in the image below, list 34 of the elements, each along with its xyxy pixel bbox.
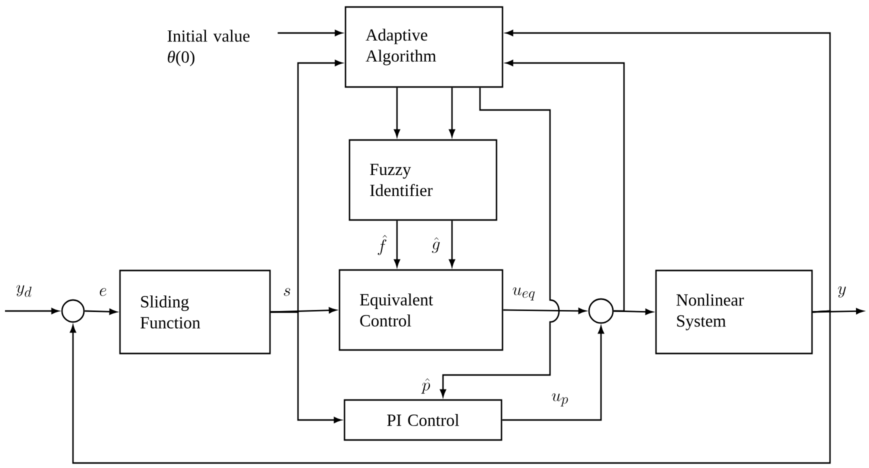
process-box: PI Control	[344, 399, 502, 441]
process-box: Nonlinear System	[655, 270, 813, 354]
arrow	[440, 88, 560, 397]
arrow	[70, 310, 831, 464]
summing-junction	[588, 298, 614, 324]
edge-label: $\hat{p}$	[420, 377, 432, 395]
arrow	[506, 60, 625, 312]
arrow	[270, 307, 336, 314]
process-box: Fuzzy Identifier	[348, 139, 498, 221]
input-label: Initial value θ(0)	[168, 30, 250, 66]
arrow	[614, 308, 653, 315]
edge-label: $\hat{g}$	[430, 236, 442, 254]
arrow	[394, 220, 400, 267]
edge-label: $s$	[282, 287, 292, 297]
edge-label: $e$	[98, 287, 108, 297]
arrow	[270, 311, 342, 424]
arrow	[84, 308, 117, 315]
edge-label: $y_d$	[14, 284, 34, 298]
edge-label: $y$	[836, 286, 848, 298]
edge-label: $u_p$	[550, 392, 570, 408]
edge-label: $\hat{f}$	[376, 234, 388, 256]
arrow	[394, 88, 400, 137]
arrow	[506, 30, 831, 313]
arrow	[448, 88, 456, 137]
arrow	[278, 30, 342, 36]
process-box: Sliding Function	[119, 270, 271, 354]
process-box: Equivalent Control	[338, 269, 504, 351]
arrow	[502, 326, 604, 421]
arrow	[5, 308, 59, 314]
arrow	[503, 308, 586, 314]
arrow	[448, 220, 456, 267]
edge-label: $u_{eq}$	[511, 286, 537, 302]
summing-junction	[61, 299, 85, 323]
process-box: Adaptive Algorithm	[344, 6, 504, 88]
